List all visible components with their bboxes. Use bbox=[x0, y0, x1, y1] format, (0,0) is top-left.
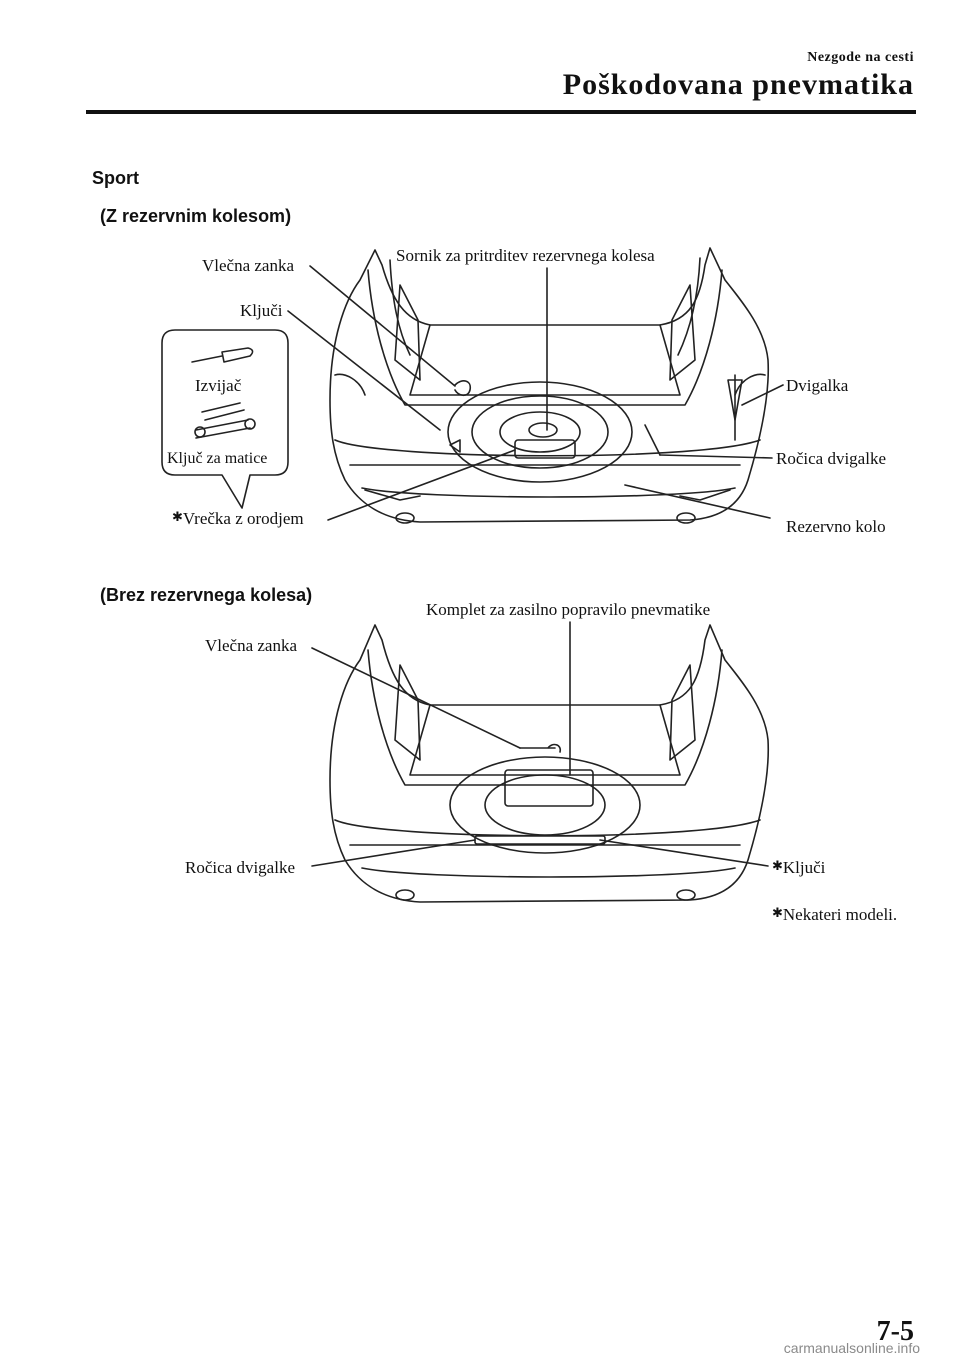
label-wrenches-2: ✱Ključi bbox=[772, 858, 825, 878]
watermark: carmanualsonline.info bbox=[784, 1340, 920, 1356]
footnote: ✱Nekateri modeli. bbox=[772, 905, 897, 925]
label-tow-hook-2: Vlečna zanka bbox=[205, 636, 297, 656]
label-jack-handle-2: Ročica dvigalke bbox=[185, 858, 295, 878]
asterisk-icon: ✱ bbox=[772, 858, 783, 873]
label-repair-kit: Komplet za zasilno popravilo pnevmatike bbox=[426, 600, 710, 620]
asterisk-icon: ✱ bbox=[772, 905, 783, 920]
